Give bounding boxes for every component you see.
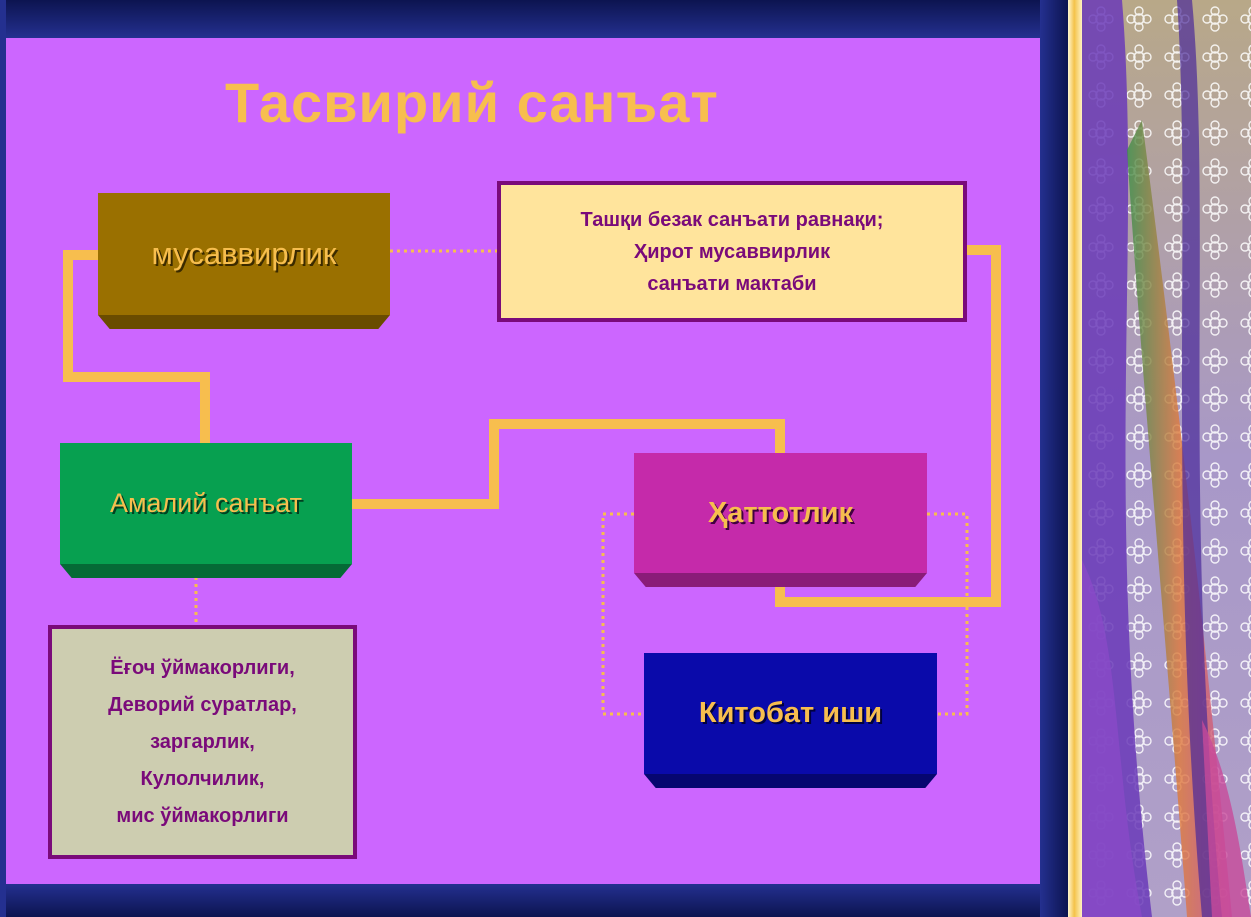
frame-left-bar — [0, 0, 6, 917]
node-amaliy: Амалий санъат — [60, 443, 352, 578]
note-herat-line-3: санъати мактаби — [647, 272, 817, 295]
frame-right-bar — [1040, 0, 1068, 917]
note-herat-line-1: Ташқи безак санъати равнақи; — [580, 208, 884, 231]
node-kitobat: Китобат иши — [644, 653, 937, 788]
frame-bottom-bar — [0, 884, 1068, 917]
node-hattotlik-label: Ҳаттотлик — [707, 496, 854, 529]
note-applied-line-2: Деворий суратлар, — [108, 693, 297, 716]
node-kitobat-label: Китобат иши — [698, 697, 883, 729]
node-musavvirlik-ledge — [98, 315, 390, 329]
gold-strip — [1068, 0, 1082, 917]
node-musavvirlik: мусаввирлик — [98, 193, 390, 329]
node-musavvirlik-face: мусаввирлик — [98, 193, 390, 315]
frame-top-bar — [0, 0, 1068, 38]
dotted-hattotlik-kitobat-left — [601, 512, 644, 716]
note-applied-arts: Ёғоч ўймакорлиги, Деворий суратлар, зарг… — [48, 625, 357, 859]
node-musavvirlik-label: мусаввирлик — [151, 236, 337, 271]
node-amaliy-ledge — [60, 564, 352, 578]
note-applied-line-4: Кулолчилик, — [140, 767, 265, 790]
note-herat: Ташқи безак санъати равнақи; Ҳирот мусав… — [497, 181, 967, 322]
node-kitobat-ledge — [644, 774, 937, 788]
note-applied-line-3: заргарлик, — [150, 730, 255, 753]
slide-title: Тасвирий санъат — [225, 71, 719, 134]
note-applied-line-5: мис ўймакорлиги — [116, 804, 289, 827]
node-hattotlik-ledge — [634, 573, 927, 587]
connector-musavvirlik-amaliy — [63, 250, 210, 443]
node-amaliy-label: Амалий санъат — [109, 488, 303, 518]
note-applied-line-1: Ёғоч ўймакорлиги, — [110, 656, 295, 679]
node-hattotlik-face: Ҳаттотлик — [634, 453, 927, 573]
node-amaliy-face: Амалий санъат — [60, 443, 352, 564]
connector-hattotlik-note — [775, 245, 1001, 607]
note-herat-line-2: Ҳирот мусаввирлик — [633, 240, 831, 263]
node-kitobat-face: Китобат иши — [644, 653, 937, 774]
dotted-hattotlik-kitobat-right — [927, 512, 969, 716]
node-hattotlik: Ҳаттотлик — [634, 453, 927, 587]
connector-amaliy-hattotlik — [352, 419, 785, 509]
decorative-fabric-image — [1082, 0, 1251, 917]
